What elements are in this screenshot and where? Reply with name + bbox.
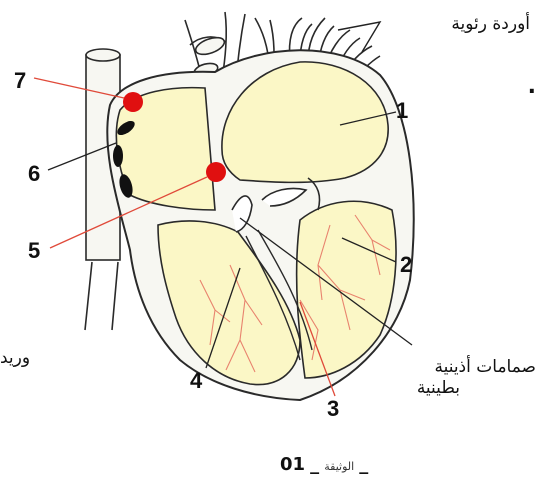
label-dot: . xyxy=(528,76,536,98)
number-label-7: 7 xyxy=(14,70,26,92)
figure-caption: الوثيقة _ 01 _ xyxy=(280,456,368,474)
number-label-1: 1 xyxy=(396,100,408,122)
left-ventricle xyxy=(297,201,396,378)
label-vein: وريد xyxy=(0,350,30,367)
number-label-5: 5 xyxy=(28,240,40,262)
sinoatrial-node xyxy=(123,92,143,112)
caption-word: الوثيقة xyxy=(324,460,354,473)
caption-number: 01 xyxy=(280,454,305,475)
caption-dash-left: _ xyxy=(310,454,319,475)
number-label-2: 2 xyxy=(400,254,412,276)
label-av-valves: صمامات أذينية xyxy=(434,359,536,376)
caption-dash-right: _ xyxy=(359,454,368,475)
number-label-6: 6 xyxy=(28,163,40,185)
label-pulmonary-veins: أوردة رئوية xyxy=(451,16,530,33)
label-av-valves-line2: بطينية xyxy=(417,380,460,397)
pulmonary-veins-bracket xyxy=(338,22,380,52)
atrioventricular-node xyxy=(206,162,226,182)
number-label-4: 4 xyxy=(190,370,202,392)
number-label-3: 3 xyxy=(327,398,339,420)
